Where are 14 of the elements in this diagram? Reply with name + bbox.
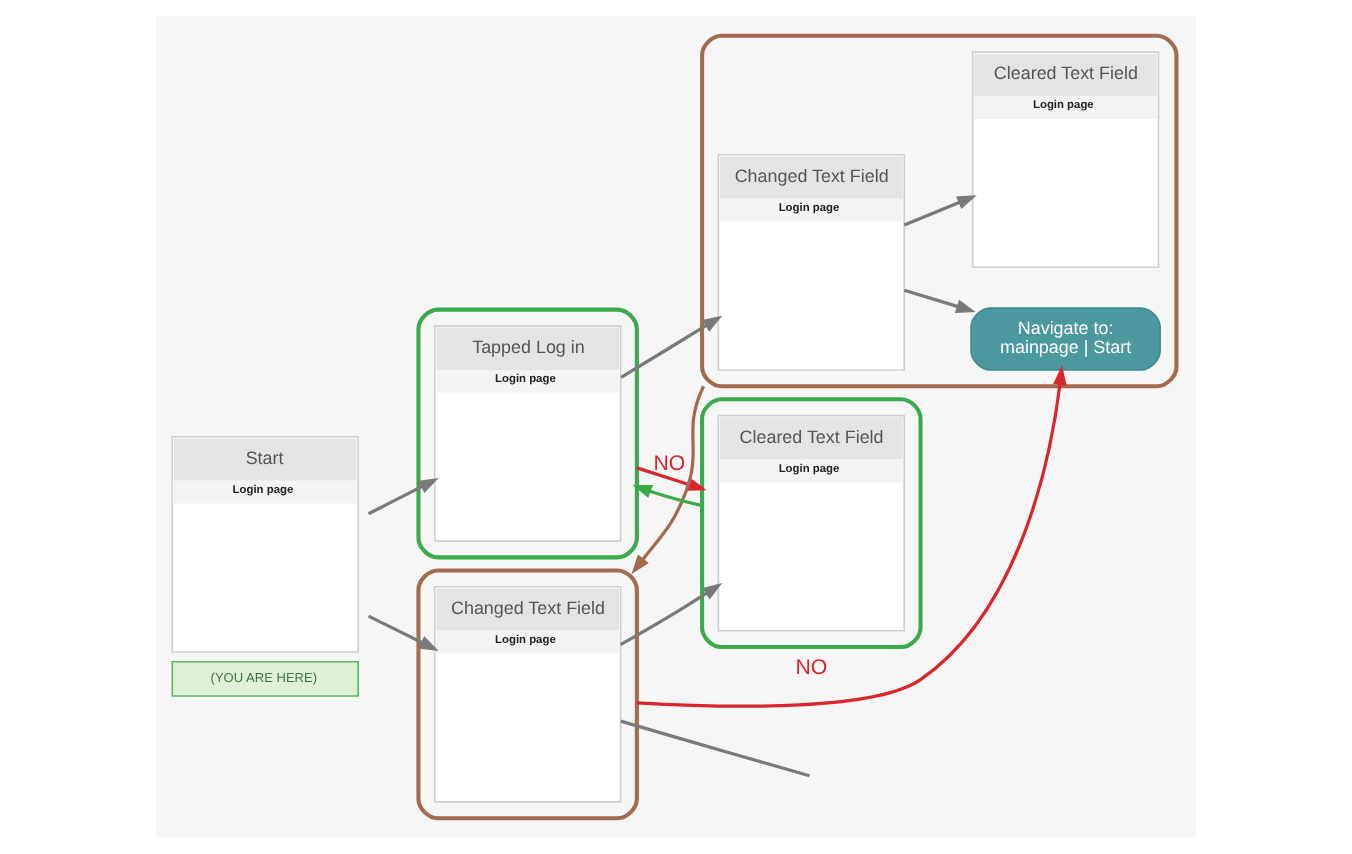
arrow bbox=[620, 315, 723, 379]
arrow bbox=[619, 583, 723, 646]
arrow bbox=[903, 288, 976, 313]
arrow bbox=[636, 365, 1067, 708]
arrow bbox=[367, 614, 439, 651]
edge-label: NO bbox=[653, 452, 686, 477]
connector bbox=[620, 719, 810, 778]
arrow bbox=[632, 484, 703, 508]
arrow bbox=[903, 195, 977, 227]
arrow bbox=[631, 385, 706, 575]
node-box: Navigate to: mainpage | Start bbox=[970, 307, 1161, 371]
arrow bbox=[636, 466, 707, 491]
edge-label: NO bbox=[795, 655, 828, 680]
arrow bbox=[367, 478, 439, 516]
